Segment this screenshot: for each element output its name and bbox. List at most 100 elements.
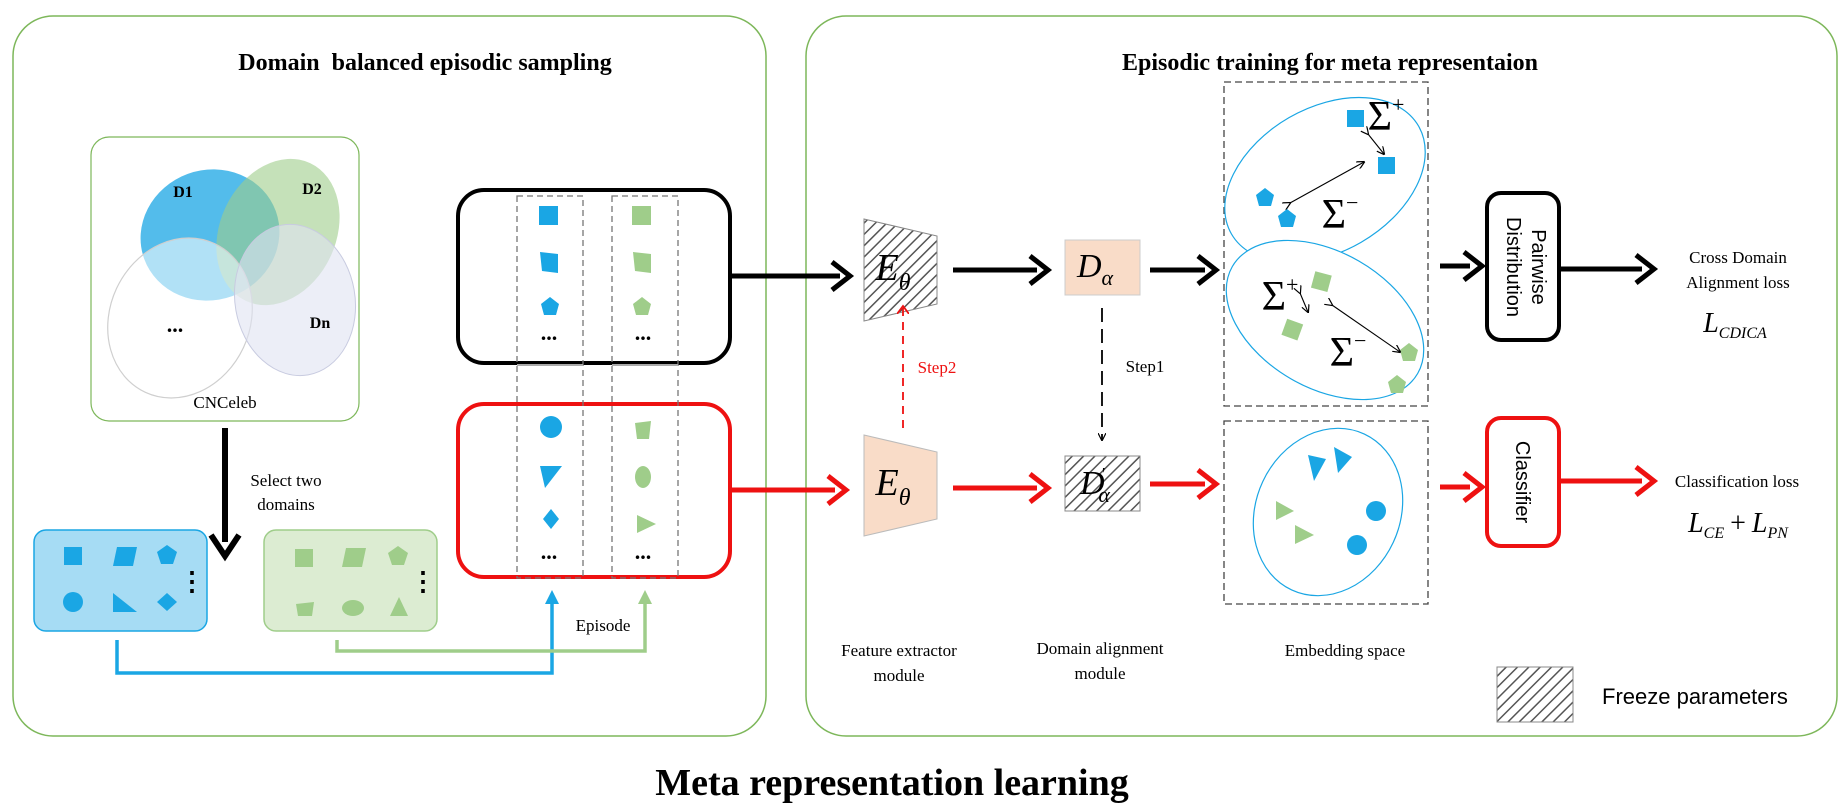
green-trapezoid-icon [296, 602, 314, 616]
right-panel-frame [805, 15, 1838, 737]
black-box-to-encoder-arrowhead [830, 260, 855, 292]
blue-diamond-icon [157, 593, 177, 611]
green-sigma-plus-link [1300, 293, 1308, 312]
emb-green-pentagon-2 [1388, 375, 1406, 393]
cdica-loss-formula: LCDICA [1702, 308, 1767, 342]
classification-loss-label: Classification loss [1675, 472, 1799, 491]
frozen-encoder-block [863, 218, 938, 322]
left-panel-title: Domain balanced episodic sampling [238, 50, 611, 76]
blue-pentagon-icon [157, 545, 177, 564]
blue-square-icon [64, 547, 82, 565]
domain-alignment-caption-line2: module [1075, 664, 1126, 683]
episode-blue-diamond-icon [543, 509, 559, 529]
emb-class-blue-triangle-2 [1334, 447, 1352, 473]
classification-embedding-box [1223, 420, 1429, 605]
blue-box-ellipsis: ⋮ [179, 567, 205, 596]
venn-dn-ellipse [233, 223, 357, 377]
venn-label-dn: Dn [310, 315, 331, 332]
emb-blue-pentagon-1 [1256, 188, 1274, 206]
classification-embedding-cluster [1252, 427, 1404, 597]
emb-class-blue-circle-2 [1347, 535, 1367, 555]
venn-ellipsis: ... [167, 312, 184, 337]
emb-green-pentagon-1 [1400, 343, 1418, 361]
blue-episode-arrow [115, 590, 559, 675]
embedding-space-caption: Embedding space [1285, 641, 1405, 660]
frozen-aligner-block [1064, 455, 1141, 512]
green-sigma-plus: Σ+ [1262, 272, 1299, 320]
episode-green-triangle-icon [637, 515, 656, 533]
venn-empty-ellipse [107, 237, 253, 399]
trainable-aligner-block [1064, 239, 1141, 296]
pairwise-line2: Distribution [1502, 217, 1524, 317]
feature-extractor-caption-line2: module [874, 666, 925, 685]
episode-green-pentagon-icon [633, 297, 651, 315]
blue-sigma-plus-link [1368, 134, 1384, 154]
green-ellipse-icon [342, 600, 364, 616]
green-dashed-column [611, 195, 679, 579]
trainable-encoder-to-aligner-arrowhead [1028, 472, 1053, 504]
emb-class-green-triangle-2 [1295, 525, 1314, 544]
red-episode-box [456, 402, 732, 579]
emb-green-square-2 [1281, 318, 1304, 341]
green-square-icon [295, 549, 313, 567]
pairwise-embedding-box [1223, 81, 1429, 407]
frozen-encoder-to-aligner-arrowhead [1028, 254, 1053, 286]
left-panel-frame [12, 15, 767, 737]
cross-domain-label-line2: Alignment loss [1686, 273, 1789, 292]
episode-blue-ellipsis-bottom: ... [541, 539, 558, 564]
emb-class-blue-circle-1 [1366, 501, 1386, 521]
blue-sigma-minus: Σ− [1322, 190, 1359, 238]
black-episode-box [456, 188, 732, 365]
episode-blue-triangle-icon [540, 466, 562, 488]
frozen-aligner-symbol: D'α [1079, 464, 1110, 507]
freeze-legend-swatch [1496, 666, 1574, 723]
step2-label: Step2 [918, 358, 957, 377]
episode-label: Episode [576, 616, 631, 635]
blue-circle-icon [63, 592, 83, 612]
emb-class-blue-triangle-1 [1308, 455, 1326, 481]
freeze-legend-label: Freeze parameters [1602, 684, 1788, 709]
green-sigma-minus-link [1332, 305, 1400, 352]
trainable-encoder-symbol: Eθ [874, 462, 910, 511]
classifier-to-loss-arrowhead [1634, 465, 1659, 497]
main-title: Meta representation learning [655, 762, 1129, 804]
cnceleb-caption: CNCeleb [193, 393, 256, 412]
blue-sigma-minus-link [1290, 162, 1364, 203]
pairwise-distribution-box [1485, 191, 1561, 342]
episode-blue-pentagon-icon [541, 297, 559, 315]
cross-domain-label-line1: Cross Domain [1689, 248, 1787, 267]
episode-blue-square-icon [539, 206, 558, 225]
green-triangle-icon [390, 597, 408, 616]
episode-green-ellipsis-top: ... [635, 320, 652, 345]
venn-label-d2: D2 [302, 181, 322, 198]
episode-green-ellipse-icon [635, 466, 651, 488]
episode-green-ellipsis-bottom: ... [635, 539, 652, 564]
green-pentagon-icon [388, 546, 408, 565]
aligner-to-embedding-bottom-arrowhead [1196, 468, 1221, 500]
emb-class-green-triangle-1 [1276, 501, 1294, 520]
aligner-to-embedding-top-arrowhead [1196, 254, 1221, 286]
frozen-encoder-symbol: Eθ [874, 247, 910, 296]
trainable-encoder-block [863, 434, 938, 537]
episode-blue-quad-icon [540, 252, 558, 273]
green-sigma-minus: Σ− [1330, 328, 1367, 376]
green-parallelogram-icon [342, 548, 366, 567]
episode-green-square-icon [632, 206, 651, 225]
episode-green-quad-icon [633, 252, 651, 273]
select-domains-arrowhead [208, 533, 242, 562]
blue-triangle-icon [113, 593, 137, 612]
red-box-to-encoder-arrowhead [826, 474, 851, 506]
blue-dashed-column [516, 195, 584, 579]
step1-label: Step1 [1126, 357, 1165, 376]
select-label-line1: Select two [250, 471, 321, 490]
venn-label-d1: D1 [173, 184, 193, 201]
ce-pn-loss-formula: LCE+LPN [1687, 508, 1789, 542]
emb-blue-square-2 [1378, 157, 1395, 174]
green-episode-arrow [335, 590, 652, 653]
pairwise-line1: Pairwise [1527, 229, 1549, 305]
emb-blue-square-1 [1347, 110, 1364, 127]
emb-blue-pentagon-2 [1278, 209, 1296, 227]
pairwise-to-loss-arrowhead [1634, 253, 1659, 285]
domain-alignment-caption-line1: Domain alignment [1036, 639, 1163, 658]
